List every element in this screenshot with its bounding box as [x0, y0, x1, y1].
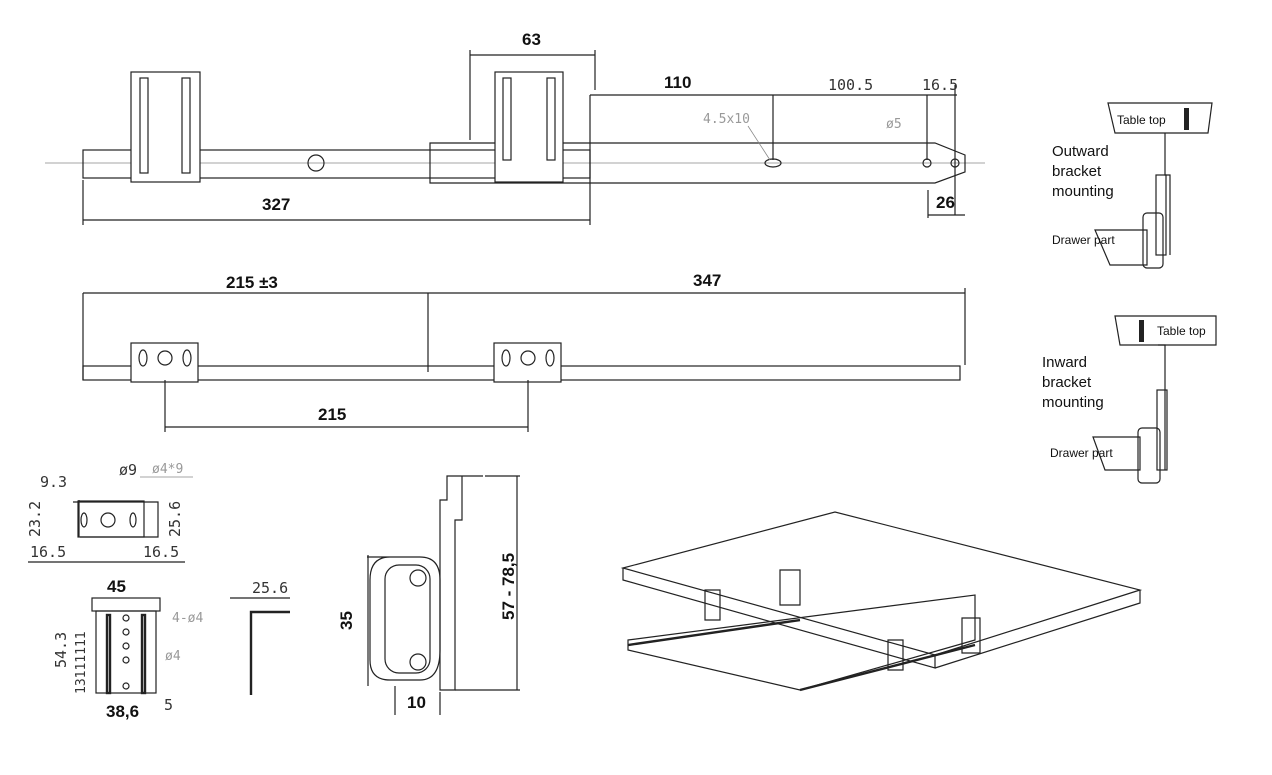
bracket-side-view: 45 4-ø4 ø4 54.3 13111111 38,6 5 25.6: [52, 577, 290, 721]
hole-diameter: ø5: [886, 117, 902, 132]
top-view: 327 63 110 100.5 16.5 4.5x10 ø5 26: [45, 30, 985, 225]
dim-26: 26: [936, 193, 955, 212]
dim-16-5-left: 16.5: [30, 543, 66, 561]
inward-label-line2: bracket: [1042, 374, 1092, 391]
outward-drawer-part-label: Drawer part: [1052, 233, 1115, 247]
dim-327: 327: [262, 195, 290, 214]
inward-label-line3: mounting: [1042, 394, 1104, 411]
outward-table-top-label: Table top: [1117, 113, 1166, 127]
dim-10: 10: [407, 693, 426, 712]
dim-9-3: 9.3: [40, 473, 67, 491]
dim-4-phi4: 4-ø4: [172, 611, 203, 626]
outward-label-line2: bracket: [1052, 163, 1102, 180]
outward-label-line3: mounting: [1052, 183, 1114, 200]
dim-215: 215: [318, 405, 346, 424]
dim-phi4: ø4: [165, 649, 181, 664]
dim-25-6: 25.6: [166, 501, 184, 537]
dim-63: 63: [522, 30, 541, 49]
dim-54-3: 54.3: [52, 632, 70, 668]
dim-35: 35: [337, 611, 356, 630]
isometric-view: [620, 511, 1143, 692]
slot-size: 4.5x10: [703, 112, 750, 127]
dim-phi4x9: ø4*9: [152, 462, 183, 477]
dim-347: 347: [693, 271, 721, 290]
inward-mounting: Table top Inward bracket mounting Drawer…: [1042, 315, 1217, 484]
dim-pitch: 13111111: [74, 631, 89, 694]
outward-label-line1: Outward: [1052, 143, 1109, 160]
dim-57-78-5: 57 - 78,5: [499, 553, 518, 620]
rail-profile: 35 57 - 78,5 10: [337, 475, 520, 715]
dim-phi9: ø9: [119, 461, 137, 479]
dim-23-2: 23.2: [26, 501, 44, 537]
bracket-front-view: 9.3 23.2 25.6 16.5 16.5 ø9 ø4*9: [26, 461, 193, 563]
inward-drawer-part-label: Drawer part: [1050, 446, 1113, 460]
dim-45: 45: [107, 577, 126, 596]
side-view: 215 ±3 347 215: [82, 271, 966, 432]
dim-110: 110: [664, 73, 691, 92]
dim-100-5: 100.5: [828, 76, 873, 94]
inward-table-top-label: Table top: [1157, 324, 1206, 338]
outward-mounting: Table top Outward bracket mounting Drawe…: [1052, 102, 1213, 269]
dim-16-5-right: 16.5: [143, 543, 179, 561]
inward-label-line1: Inward: [1042, 354, 1087, 371]
dim-38-6: 38,6: [106, 702, 139, 721]
dim-215-tolerance: 215 ±3: [226, 273, 278, 292]
dim-5: 5: [164, 696, 173, 714]
dim-16-5: 16.5: [922, 76, 958, 94]
dim-25-6-side: 25.6: [252, 579, 288, 597]
